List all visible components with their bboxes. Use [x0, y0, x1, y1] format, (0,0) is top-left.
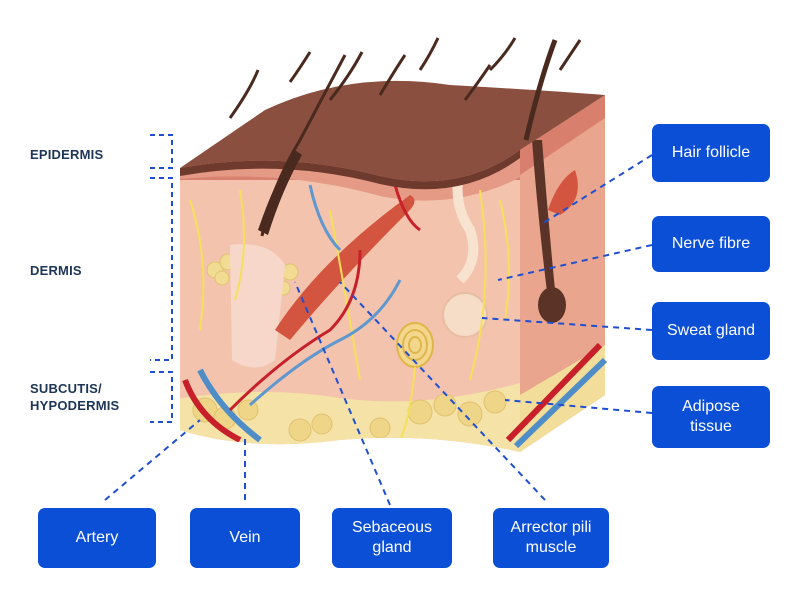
- block-top-face: [180, 80, 605, 182]
- sweat-gland-text: Sweat gland: [666, 322, 756, 339]
- arrector-pili-box: Arrector pili muscle: [493, 508, 609, 568]
- layer-brackets: [150, 134, 173, 423]
- blood-vessels: [182, 184, 421, 443]
- subcutis-line2: HYPODERMIS: [30, 398, 120, 413]
- sebaceous-line2: gland: [372, 539, 412, 556]
- side-hair-shaft: [532, 140, 556, 300]
- subcutis-label: SUBCUTIS/ HYPODERMIS: [30, 380, 119, 414]
- leader-lines: [104, 154, 653, 506]
- pacinian-corpuscle: [396, 322, 434, 368]
- subcutis-line1: SUBCUTIS/: [30, 381, 102, 396]
- hair-follicle-box: Hair follicle: [652, 124, 770, 182]
- adipose-tissue-box: Adipose tissue: [652, 386, 770, 448]
- adipose-line2: tissue: [690, 418, 732, 435]
- vein-text: Vein: [229, 529, 261, 546]
- sebaceous-gland-box: Sebaceous gland: [332, 508, 452, 568]
- hair-follicle-root: [258, 150, 302, 235]
- vein-box: Vein: [190, 508, 300, 568]
- arrector-line1: Arrector pili: [510, 519, 592, 536]
- arrector-line2: muscle: [525, 539, 577, 556]
- arrector-pili-muscle: [275, 195, 415, 340]
- artery-box: Artery: [38, 508, 156, 568]
- follicle-sheath: [230, 244, 285, 368]
- sweat-coil: [442, 292, 488, 338]
- hair-follicle-text: Hair follicle: [671, 144, 751, 161]
- nerve-fibre-text: Nerve fibre: [671, 235, 751, 252]
- artery-text: Artery: [75, 529, 119, 546]
- nerve-fibre-box: Nerve fibre: [652, 216, 770, 272]
- nerve-fibres: [189, 189, 510, 441]
- epidermis-label: EPIDERMIS: [30, 147, 104, 162]
- sebaceous-line1: Sebaceous: [351, 519, 433, 536]
- sweat-gland-box: Sweat gland: [652, 302, 770, 360]
- dermis-label: DERMIS: [30, 263, 82, 278]
- adipose-line1: Adipose: [682, 398, 740, 415]
